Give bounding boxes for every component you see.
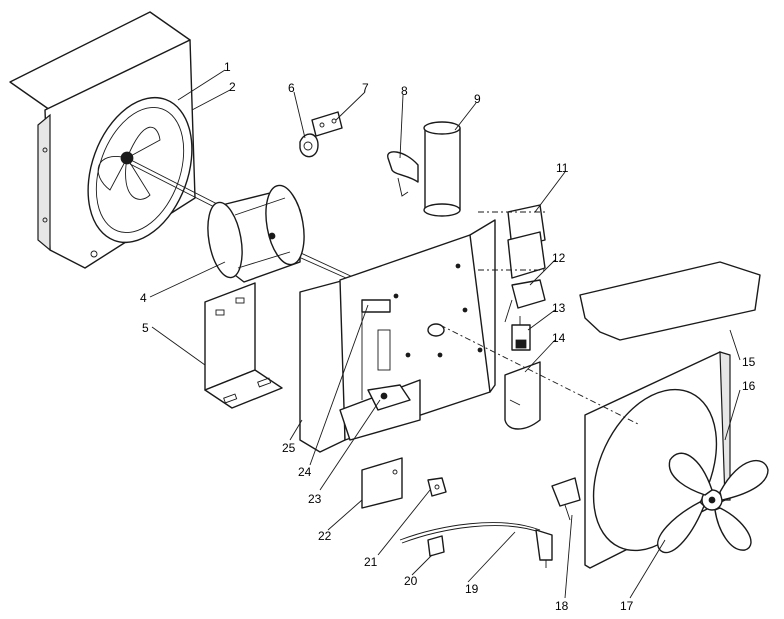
fan-scroll (551, 351, 731, 569)
motor-bracket (204, 282, 283, 409)
callout-13: 13 (552, 301, 566, 315)
fan-blade (657, 452, 769, 554)
callout-5: 5 (142, 321, 149, 335)
callout-2: 2 (229, 80, 236, 94)
callout-24-left: 24 (298, 465, 312, 479)
callout-17: 17 (620, 599, 634, 613)
assembly-centerlines (439, 211, 641, 426)
leader-lines (149, 69, 741, 599)
clip-6 (299, 133, 319, 158)
callout-16: 16 (742, 379, 756, 393)
switch-cover (507, 204, 546, 279)
callout-21: 21 (364, 555, 378, 569)
switch-clip (504, 279, 546, 323)
callout-23: 23 (308, 492, 322, 506)
callout-11: 11 (556, 161, 569, 175)
thermostat-bracket (361, 457, 403, 509)
callout-18: 18 (555, 599, 569, 613)
callout-25: 25 (282, 441, 296, 455)
switch-bracket (504, 361, 541, 430)
power-cord (399, 522, 553, 568)
bracket-7 (311, 111, 343, 137)
callout-19: 19 (465, 582, 479, 596)
control-panel (299, 219, 496, 453)
callout-14: 14 (552, 331, 566, 345)
rotary-switch (511, 316, 531, 351)
callout-8: 8 (401, 84, 408, 98)
callout-labels: 1 2 4 5 6 7 8 9 11 12 13 14 15 16 17 18 … (140, 60, 756, 613)
capacitor (423, 121, 461, 217)
callout-6: 6 (288, 81, 295, 95)
capacitor-strap (387, 151, 419, 197)
fan-motor (207, 184, 305, 283)
callout-9: 9 (474, 92, 481, 106)
top-cover-plate (579, 261, 761, 341)
callout-12: 12 (552, 251, 566, 265)
sensor (427, 535, 445, 557)
callout-20: 20 (404, 574, 418, 588)
callout-1: 1 (224, 60, 231, 74)
callout-15: 15 (742, 355, 756, 369)
condenser-shroud (9, 11, 196, 269)
thermostat-clip (427, 477, 447, 497)
callout-7: 7 (362, 81, 369, 95)
callout-4: 4 (140, 291, 147, 305)
callout-22: 22 (318, 529, 332, 543)
